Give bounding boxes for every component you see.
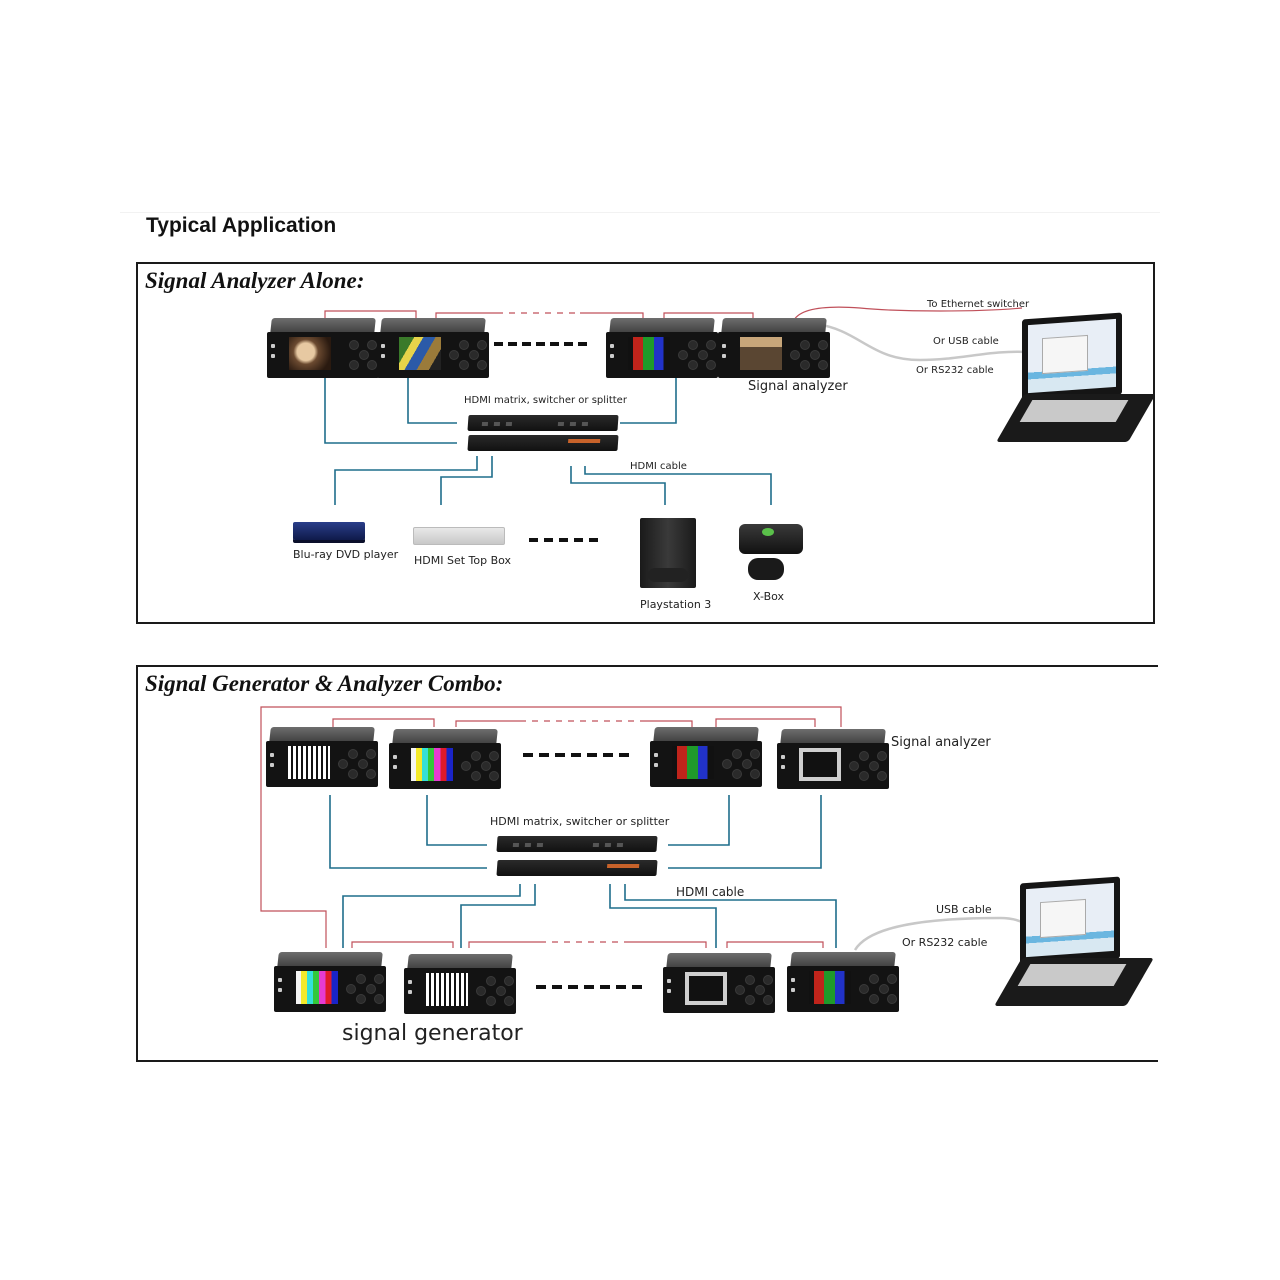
analyzer-device — [389, 729, 501, 789]
control-link — [332, 718, 435, 727]
page-title: Typical Application — [146, 214, 337, 237]
set-top-box-icon — [413, 527, 505, 545]
hdmi-cable-label: HDMI cable — [630, 461, 687, 472]
device-screen — [672, 746, 714, 779]
control-link — [468, 941, 540, 948]
hdmi-link — [426, 795, 487, 846]
gamepad-icon — [748, 558, 784, 580]
control-link — [630, 941, 707, 948]
panel1-title: Signal Analyzer Alone: — [145, 268, 365, 293]
signal-analyzer-device — [777, 729, 889, 789]
device-screen — [289, 337, 331, 370]
control-link — [640, 720, 693, 727]
device-screen — [426, 973, 468, 1006]
control-link — [580, 312, 644, 320]
panel-signal-analyzer-alone — [136, 262, 1155, 624]
hdmi-lines-2 — [329, 795, 837, 948]
source-label: HDMI Set Top Box — [414, 554, 512, 567]
hdmi-cable-label: HDMI cable — [676, 885, 745, 899]
ethernet-label: To Ethernet switcher — [927, 299, 1030, 310]
ethernet-cable — [793, 306, 1023, 321]
panel2-title: Signal Generator & Analyzer Combo: — [145, 671, 504, 696]
hdmi-link — [334, 456, 478, 505]
device-screen — [685, 972, 727, 1005]
ellipsis-dashes — [494, 342, 647, 989]
device-screen — [288, 746, 330, 779]
laptop-icon — [990, 876, 1154, 1010]
control-bus-2 — [260, 706, 842, 948]
control-link — [663, 312, 754, 320]
control-link — [726, 941, 824, 948]
hdmi-link — [620, 378, 677, 424]
bluray-player-icon — [293, 522, 365, 540]
hdmi-link — [329, 795, 487, 869]
hdmi-link — [570, 466, 666, 505]
hdmi-link — [324, 378, 457, 444]
signal-generator-label: signal generator — [342, 1021, 523, 1046]
control-link — [715, 718, 816, 727]
source-label: Blu-ray DVD player — [293, 548, 399, 561]
signal-analyzer-device — [718, 318, 830, 378]
header-rule — [120, 212, 1160, 213]
analyzer-device — [266, 727, 378, 787]
generator-device — [787, 952, 899, 1012]
matrix-label: HDMI matrix, switcher or splitter — [490, 815, 670, 828]
hdmi-lines-1 — [324, 378, 772, 505]
analyzer-device — [650, 727, 762, 787]
hdmi-link — [668, 795, 822, 869]
control-link — [455, 720, 520, 727]
hdmi-link — [440, 456, 493, 505]
usb-cable-1 — [815, 322, 1029, 362]
control-link — [435, 312, 497, 318]
device-screen — [628, 337, 670, 370]
device-screen — [411, 748, 453, 781]
usb-cable-label: Or USB cable — [933, 336, 999, 347]
analyzer-device — [267, 318, 379, 378]
xbox-logo-icon — [762, 528, 774, 536]
device-screen — [399, 337, 441, 370]
hdmi-link — [668, 795, 730, 846]
rs232-cable-label: Or RS232 cable — [916, 365, 994, 376]
hdmi-link — [624, 884, 837, 948]
device-screen — [296, 971, 338, 1004]
hdmi-link — [609, 884, 717, 948]
source-label: X-Box — [753, 590, 785, 603]
generator-device — [274, 952, 386, 1012]
signal-analyzer-label: Signal analyzer — [891, 735, 991, 750]
hdmi-link — [342, 884, 521, 948]
hdmi-matrix-icon — [467, 415, 619, 455]
gamepad-icon — [648, 568, 688, 582]
laptop-icon — [992, 312, 1156, 446]
panel-generator-analyzer-combo — [136, 665, 1158, 1062]
generator-device — [404, 954, 516, 1014]
hdmi-matrix-icon — [496, 836, 658, 876]
rs232-cable-label: Or RS232 cable — [902, 936, 988, 949]
generator-device — [663, 953, 775, 1013]
source-label: Playstation 3 — [640, 598, 712, 611]
hdmi-link — [407, 378, 457, 424]
device-screen — [740, 337, 782, 370]
control-bus-1 — [324, 306, 1023, 321]
control-link — [351, 941, 454, 948]
hdmi-link — [460, 884, 536, 948]
control-link — [324, 310, 417, 318]
signal-analyzer-label: Signal analyzer — [748, 379, 848, 394]
device-screen — [799, 748, 841, 781]
analyzer-device — [377, 318, 489, 378]
hdmi-link — [584, 466, 772, 505]
matrix-label: HDMI matrix, switcher or splitter — [464, 395, 627, 406]
device-screen — [809, 971, 851, 1004]
analyzer-device — [606, 318, 718, 378]
usb-cable-label: USB cable — [936, 903, 992, 916]
control-loop — [260, 706, 842, 948]
